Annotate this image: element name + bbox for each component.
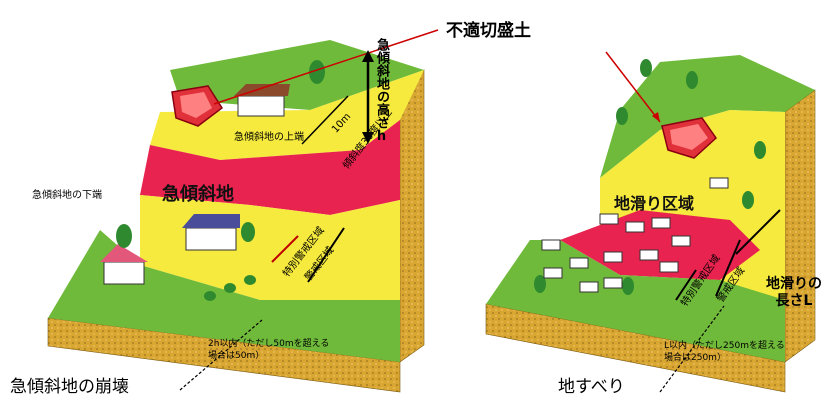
- left-trees: [116, 60, 325, 301]
- left-house-mid: [182, 214, 240, 251]
- left-soil-side: [399, 69, 425, 363]
- landslide-diagram: [485, 51, 816, 393]
- right-distance-note: L以内（ただし250mを超える場合は250m）: [664, 341, 785, 363]
- right-trees: [534, 59, 766, 295]
- right-special-arrow: [675, 269, 697, 301]
- landslide-zone-label: 地滑り区域: [614, 194, 695, 213]
- left-distance-note: 2h以内（ただし50mを超える場合は50m）: [208, 339, 330, 361]
- left-callout-line: [213, 29, 439, 105]
- improper-fill-callout: 不適切盛土: [446, 21, 531, 41]
- left-distance-arrow: [179, 319, 263, 391]
- left-upper-yellow: [150, 70, 424, 160]
- steep-height-label: 急傾斜地の高さh: [374, 38, 389, 144]
- steep-slope-diagram: [47, 29, 439, 393]
- right-distance-arrow: [659, 305, 725, 393]
- right-callout-line: [605, 51, 661, 123]
- steep-top-label: 急傾斜地の上端: [234, 132, 304, 143]
- caption-steep-slope: 急傾斜地の崩壊: [10, 377, 129, 397]
- right-houses: [541, 177, 729, 293]
- left-special-arrow: [271, 235, 299, 263]
- landslide-length-label: 地滑りの長さL: [766, 276, 822, 309]
- right-fill-block: [661, 117, 717, 159]
- left-warning-arrow: [307, 227, 345, 283]
- left-top-grass: [170, 40, 424, 110]
- caption-landslide: 地すべり: [558, 377, 625, 397]
- landslide-length-arrow: [735, 209, 781, 255]
- right-soil-side: [784, 89, 816, 363]
- right-warning-arrow: [715, 239, 741, 297]
- left-steep-red: [140, 120, 400, 215]
- left-house-low: [100, 244, 148, 285]
- steep-zone-label: 急傾斜地: [162, 184, 234, 205]
- ten-m-arrow: [301, 95, 349, 145]
- steep-bottom-label: 急傾斜地の下端: [32, 190, 102, 201]
- left-soil-front: [47, 317, 401, 393]
- right-top-grass: [600, 55, 815, 178]
- left-fill-block: [171, 85, 224, 127]
